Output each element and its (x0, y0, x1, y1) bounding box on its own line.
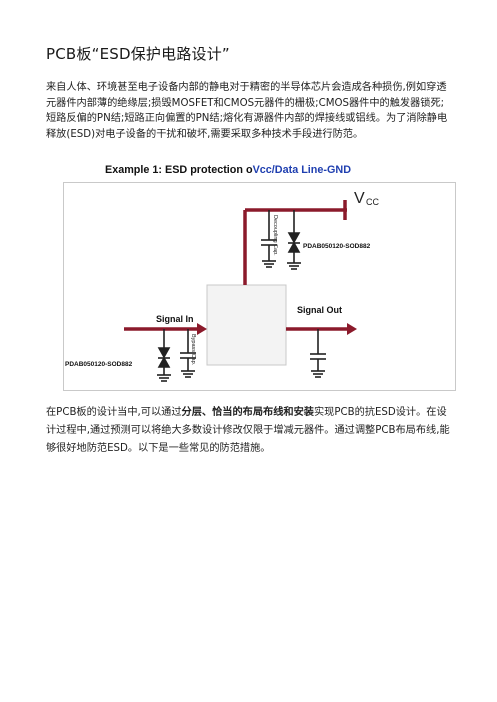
figure-caption-highlight: Vcc/Data Line-GND (252, 164, 351, 176)
esd-circuit-diagram: V CC Decoupling Cap. (63, 182, 456, 391)
diode-left-label: PDAB050120-SOD882 (65, 361, 133, 368)
figure-caption-prefix: Example 1: ESD protection o (105, 164, 253, 176)
tvs-diode-left (157, 329, 171, 382)
document-title: PCB板“ESD保护电路设计” (46, 45, 230, 63)
circuit-svg: V CC Decoupling Cap. (65, 190, 379, 382)
diode-top-label: PDAB050120-SOD882 (303, 243, 371, 250)
para2-text-1: 在PCB板的设计当中,可以通过 (46, 407, 182, 418)
para2-text-2: 实现PCB的抗ESD设计。在设计过程中,通过预测可以将绝大多数设计修改仅限于增减… (46, 407, 450, 454)
decoupling-capacitor (261, 210, 277, 268)
signal-out-trace (286, 323, 357, 335)
figure-caption: Example 1: ESD protection oVcc/Data Line… (105, 164, 351, 176)
signal-out-label: Signal Out (297, 305, 342, 315)
tvs-diode-top (287, 210, 301, 270)
signal-in-trace (124, 323, 207, 335)
vcc-trace (243, 200, 347, 285)
intro-paragraph: 来自人体、环境甚至电子设备内部的静电对于精密的半导体芯片会造成各种损伤,例如穿透… (46, 82, 448, 140)
bypass-capacitor (180, 329, 196, 378)
ic-chip (206, 284, 287, 366)
bypass-cap-label: Bypass Cap. (190, 334, 196, 366)
signal-in-label: Signal In (156, 314, 194, 324)
design-paragraph: 在PCB板的设计当中,可以通过分层、恰当的布局布线和安装实现PCB的抗ESD设计… (46, 404, 456, 458)
output-capacitor (310, 329, 326, 378)
para2-bold-text: 分层、恰当的布局布线和安装 (181, 407, 314, 418)
vcc-subscript: CC (366, 197, 379, 207)
decoupling-cap-label: Decoupling Cap. (272, 215, 278, 256)
vcc-label: V (354, 190, 365, 207)
